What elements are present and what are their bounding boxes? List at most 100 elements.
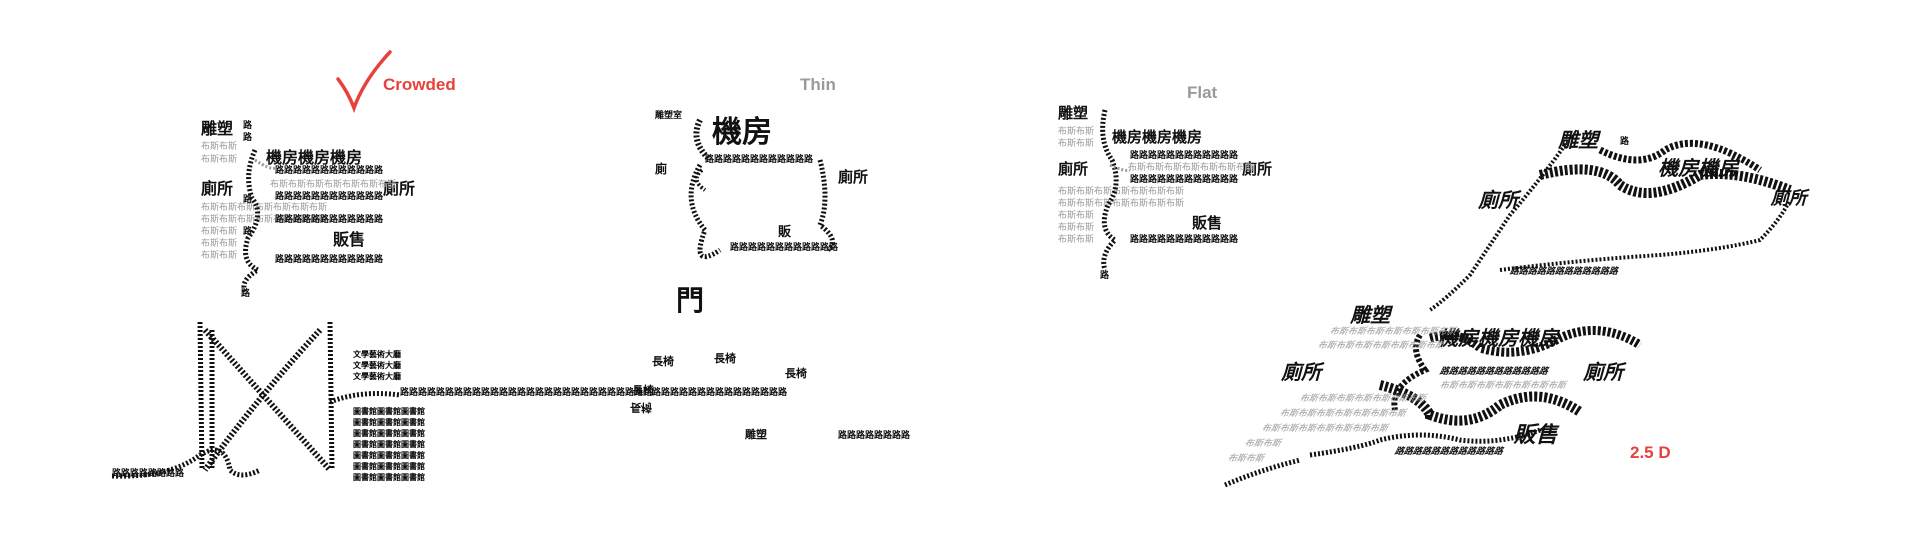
flat-toilet-left: 廁所 xyxy=(1058,160,1089,178)
upper-plane-road xyxy=(1598,139,1762,173)
thin-label: Thin xyxy=(800,75,836,94)
flat-road: 路 xyxy=(1100,271,1110,281)
crowded-road-curve xyxy=(241,148,264,293)
crowded-road-row: 路路路路路路路路路路路路 xyxy=(275,166,384,176)
upper-plane-road xyxy=(1538,164,1792,198)
flat-bus-row: 布斯布斯布斯布斯布斯布斯布斯 xyxy=(1128,163,1255,173)
p25-bus-row: 布斯布斯布斯布斯布斯布斯布斯 xyxy=(1437,381,1569,391)
crowded-lower-road xyxy=(202,328,333,472)
crowded-road: 路 xyxy=(243,121,253,131)
p25-toilet-lower-right: 廁所 xyxy=(1581,360,1629,384)
crowded-bus-row: 布斯布斯 xyxy=(201,155,238,165)
crowded-bus-row: 布斯布斯布斯布斯布斯布斯布斯 xyxy=(201,203,328,213)
thin-road-curve xyxy=(693,118,711,161)
thin-sculpture: 雕塑 xyxy=(745,428,767,441)
crowded-library: 圖書館圖書館圖書館 xyxy=(353,440,425,449)
crowded-literature-hall: 文學藝術大廳 xyxy=(353,350,401,359)
crowded-label: Crowded xyxy=(383,75,456,94)
p25-bus-row: 布斯布斯布斯布斯布斯布斯布斯 xyxy=(1277,409,1409,419)
flat-bus-row: 布斯布斯 xyxy=(1058,223,1095,233)
crowded-road: 路 xyxy=(243,195,253,205)
crowded-library: 圖書館圖書館圖書館 xyxy=(353,473,425,482)
p25-sculpture-lower: 雕塑 xyxy=(1348,303,1396,327)
flat-toilet-right: 廁所 xyxy=(1242,160,1273,178)
p25-bus-row: 布斯布斯布斯布斯布斯布斯布斯 xyxy=(1297,394,1429,404)
upper-plane-road xyxy=(1428,143,1567,312)
flat-bus-row: 布斯布斯布斯布斯布斯布斯布斯 xyxy=(1058,187,1185,197)
flat-bus-row: 布斯布斯 xyxy=(1058,235,1095,245)
crowded-bus-row: 布斯布斯 xyxy=(201,239,238,249)
thin-machine-room: 機房 xyxy=(712,115,772,150)
crowded-road-row: 路路路路路路路路 xyxy=(112,469,185,479)
p25-toilet-upper-right: 廁所 xyxy=(1769,188,1811,209)
flat-label: Flat xyxy=(1187,83,1218,102)
p25-toilet-upper: 廁所 xyxy=(1476,188,1524,212)
p25-road-upper: 路 xyxy=(1620,137,1630,147)
p25-road-row-lower: 路路路路路路路路路路路路 xyxy=(1437,367,1551,377)
flat-road-row: 路路路路路路路路路路路路 xyxy=(1130,235,1239,245)
thin-sculpture-room: 雕塑室 xyxy=(655,111,683,121)
crowded-library: 圖書館圖書館圖書館 xyxy=(353,418,425,427)
thin-bench: 長椅 xyxy=(652,355,674,368)
flat-machine-room: 機房機房機房 xyxy=(1112,128,1203,146)
crowded-toilet-left: 廁所 xyxy=(201,179,234,198)
crowded-lower-road xyxy=(329,391,401,405)
thin-road-curve xyxy=(688,163,722,260)
flat-bus-row: 布斯布斯 xyxy=(1058,211,1095,221)
flat-road-curve xyxy=(1100,109,1120,271)
p25-bus-row: 布斯布斯 xyxy=(1225,454,1267,464)
crowded-library: 圖書館圖書館圖書館 xyxy=(353,462,425,471)
lower-plane-road xyxy=(1428,325,1643,357)
thin-road-row: 路路路路路路路路 xyxy=(838,431,911,441)
crowded-road: 路 xyxy=(241,289,251,299)
crowded-lower-road xyxy=(202,327,323,472)
crowded-lower-road xyxy=(327,321,335,471)
crowded-bus-row: 布斯布斯布斯布斯布斯布斯布斯 xyxy=(201,215,328,225)
crowded-lower-road xyxy=(111,447,262,479)
lower-plane-road xyxy=(1309,427,1541,458)
thin-toilet: 廁所 xyxy=(838,168,869,186)
thin-toilet-short: 廁 xyxy=(655,162,668,176)
p25-bus-row: 布斯布斯布斯布斯布斯布斯布斯 xyxy=(1327,327,1459,337)
crowded-literature-hall: 文學藝術大廳 xyxy=(353,361,401,370)
lower-plane-road xyxy=(1378,380,1583,426)
p25-sculpture-upper: 雕塑 xyxy=(1556,128,1604,152)
thin-sales: 販 xyxy=(778,225,792,240)
flat-road-row: 路路路路路路路路路路路路 xyxy=(1130,175,1239,185)
crowded-road-row: 路路路路路路路路路路路路 xyxy=(275,215,384,225)
thin-road-row: 路路路路路路路路路路路路 xyxy=(730,243,839,253)
p25-road-row-upper: 路路路路路路路路路路路路 xyxy=(1508,267,1621,277)
flat-sales: 販售 xyxy=(1192,214,1223,232)
crowded-literature-hall: 文學藝術大廳 xyxy=(353,372,401,381)
flat-bus-row: 布斯布斯 xyxy=(1058,127,1095,137)
crowded-road: 路 xyxy=(243,227,253,237)
lower-plane-road xyxy=(1391,333,1430,411)
crowded-bus-row: 布斯布斯 xyxy=(201,251,238,261)
p25-machine-room-upper: 機房機房 xyxy=(1656,156,1744,180)
crowded-sales: 販售 xyxy=(333,230,366,249)
checkmark-icon xyxy=(336,50,392,114)
thin-bench: 長椅 xyxy=(785,367,807,380)
crowded-road-row: 路路路路路路路路路路路路 xyxy=(275,192,384,202)
crowded-lower-road xyxy=(197,321,205,471)
crowded-library: 圖書館圖書館圖書館 xyxy=(353,429,425,438)
p25-road-row-lower: 路路路路路路路路路路路路 xyxy=(1392,447,1506,457)
crowded-bus-row: 布斯布斯布斯布斯布斯布斯布斯 xyxy=(270,180,397,190)
flat-sculpture: 雕塑 xyxy=(1058,104,1089,122)
two-half-d-label: 2.5 D xyxy=(1630,443,1671,462)
p25-sales-lower: 販售 xyxy=(1511,423,1563,448)
crowded-library: 圖書館圖書館圖書館 xyxy=(353,451,425,460)
crowded-machine-room: 機房機房機房 xyxy=(266,148,363,167)
flat-bus-row: 布斯布斯 xyxy=(1058,139,1095,149)
crowded-road-curve xyxy=(254,158,276,170)
thin-bench: 長椅 xyxy=(632,384,654,397)
p25-bus-row: 布斯布斯布斯布斯布斯布斯布斯 xyxy=(1315,341,1447,351)
crowded-road: 路 xyxy=(243,133,253,143)
crowded-road-row: 路路路路路路路路路路路路 xyxy=(275,255,384,265)
crowded-bus-row: 布斯布斯 xyxy=(201,227,238,237)
crowded-sculpture: 雕塑 xyxy=(201,119,234,138)
